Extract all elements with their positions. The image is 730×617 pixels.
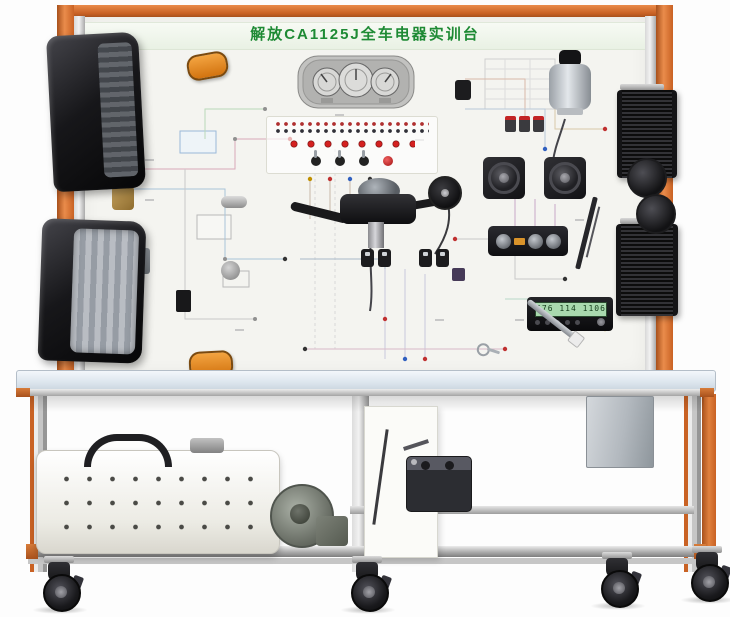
relay-trio — [505, 116, 544, 132]
blower-motor — [290, 504, 310, 524]
relay-block — [455, 80, 471, 100]
relay — [519, 116, 530, 132]
rocker-switch — [436, 249, 449, 267]
heater-blower — [270, 476, 348, 552]
relay-small — [176, 290, 191, 312]
rocker-switch — [419, 249, 432, 267]
caster-hub — [703, 576, 715, 588]
tabletop-edge — [16, 389, 714, 396]
caster-tire — [691, 564, 729, 602]
radio-buttons — [535, 318, 605, 326]
wiper-motor-body — [549, 64, 591, 110]
table-shadow — [30, 394, 704, 412]
tabletop-corner-right — [700, 388, 714, 397]
radio-lcd-display: 576 114 1106 4 — [535, 302, 607, 317]
radio-button — [565, 319, 570, 325]
relay — [533, 116, 544, 132]
caster-plate — [44, 556, 74, 563]
toggle-switch — [335, 150, 345, 166]
rocker-switch-pair-right — [419, 249, 449, 267]
washer-pump — [190, 438, 224, 453]
panel-title: 解放CA1125J全车电器实训台 — [250, 26, 480, 43]
caster-hub — [363, 586, 375, 598]
wiper-linkage-arm — [403, 439, 429, 451]
rocker-switch — [378, 249, 391, 267]
terminal-sockets — [275, 121, 429, 134]
speaker-right — [544, 157, 586, 199]
frame-top-beam — [64, 5, 666, 17]
speaker-left — [483, 157, 525, 199]
flasher-relay — [221, 196, 247, 208]
battery-cap — [445, 461, 454, 470]
panel-trim-left — [74, 16, 85, 372]
rocker-switch-pair-left — [361, 249, 391, 267]
wiper-motor-base — [557, 108, 583, 115]
title-band — [85, 22, 645, 50]
connector-block — [452, 268, 465, 281]
fuel-tank — [36, 450, 280, 554]
caster-plate — [602, 552, 632, 559]
wiper-motor-cap — [559, 50, 581, 66]
caster-tire — [601, 570, 639, 608]
battery-cap — [421, 461, 430, 470]
ac-knob — [495, 233, 511, 249]
headlight-upper — [45, 31, 147, 193]
steering-column-shaft — [368, 222, 384, 248]
bottom-rail-cap-left — [26, 544, 38, 559]
relay — [505, 116, 516, 132]
headlight-upper-lens — [97, 42, 139, 178]
red-button — [383, 156, 393, 166]
caster-plate — [352, 556, 382, 563]
ac-indicator-window — [513, 237, 525, 245]
radio-button — [535, 319, 540, 325]
battery — [406, 456, 472, 512]
caster-wheel — [32, 556, 88, 614]
ac-control-panel — [488, 226, 568, 256]
ignition-plug — [428, 176, 462, 210]
radiator-bracket — [620, 84, 664, 90]
radio-volume-knob — [597, 318, 605, 326]
wiper-motor — [549, 50, 591, 116]
caster-hub — [55, 586, 67, 598]
table-leg-rear-right — [702, 394, 716, 558]
caster-plate — [692, 546, 722, 553]
radio-button — [545, 319, 550, 325]
caster-hub — [613, 582, 625, 594]
horn-low — [636, 194, 676, 234]
speaker-dome — [499, 173, 509, 183]
horn-high — [627, 158, 667, 198]
ignition-plug-center — [441, 189, 449, 197]
table-leg-right — [684, 396, 701, 572]
headlight-lower — [37, 218, 147, 364]
filler-hose — [84, 434, 172, 467]
instrument-cluster — [297, 55, 415, 109]
ac-knob — [527, 233, 543, 249]
fuel-tank-perforations — [55, 467, 263, 539]
battery-terminal — [411, 459, 417, 465]
radio-button — [575, 319, 580, 325]
battery-shelf-rail — [350, 506, 694, 514]
junction-box — [586, 396, 654, 468]
wiper-linkage — [372, 429, 389, 525]
headlight-lower-lens — [69, 228, 140, 355]
heater-radiator-lower — [616, 224, 678, 316]
toggle-switch — [311, 150, 321, 166]
headlight-upper-bracket — [112, 186, 134, 210]
switch-row — [275, 150, 429, 169]
horn-relay — [221, 261, 240, 280]
switch-body — [340, 194, 416, 224]
toggle-switch — [359, 150, 369, 166]
radio-cassette: 576 114 1106 4 — [527, 297, 613, 331]
speaker-dome — [560, 173, 570, 183]
terminal-switch-board — [266, 116, 438, 174]
caster-wheel — [590, 552, 646, 610]
combination-switch — [289, 172, 461, 250]
rocker-switch — [361, 249, 374, 267]
ac-knob — [545, 233, 561, 249]
blower-outlet — [316, 516, 348, 546]
indicator-lamps — [289, 138, 415, 149]
caster-wheel — [340, 556, 396, 614]
caster-wheel — [680, 546, 730, 604]
tabletop-corner-left — [16, 388, 30, 397]
